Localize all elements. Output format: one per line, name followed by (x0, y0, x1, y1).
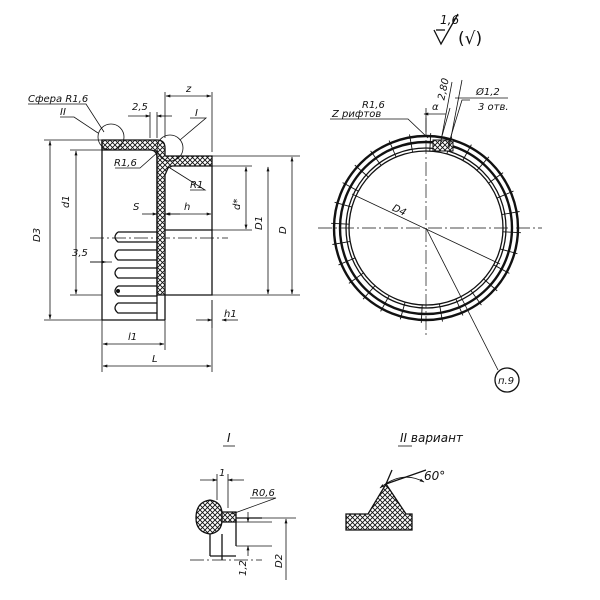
radius-r1: R1 (190, 180, 203, 191)
rib-tick (493, 264, 510, 274)
dim-h: h (184, 202, 190, 213)
detail-I-callout-circle (156, 134, 184, 162)
surface-finish-symbol: 1,6 (√) (433, 13, 482, 49)
rib-tick (332, 240, 351, 245)
front-ribs-label: Z рифтов (331, 109, 381, 120)
detail-I-dim-1-2: 1,2 (238, 560, 249, 576)
rib-tick (420, 304, 423, 323)
rib-tick (483, 278, 498, 292)
detail-II: II вариант 60° (345, 431, 464, 531)
rib-tick (488, 172, 504, 184)
detail-II-section (345, 482, 413, 531)
rib-ticks (331, 133, 521, 323)
angle-alpha: α (432, 102, 439, 113)
rib-tick (501, 211, 520, 216)
surface-finish-value: 1,6 (440, 13, 459, 27)
dim-h1: h1 (224, 309, 237, 320)
dim-d-star: d* (232, 199, 243, 210)
detail-II-callout-circle (97, 123, 125, 151)
rib-tick (399, 301, 406, 320)
rib-tick (476, 156, 490, 171)
dim-l1: l1 (128, 332, 137, 343)
rib-tick (429, 133, 432, 152)
dim-z: z (185, 84, 192, 95)
hole-diameter: Ø1,2 (475, 86, 500, 98)
detail-I-dim-1: 1 (219, 468, 225, 479)
surface-finish-bracket: (√) (458, 29, 482, 49)
callout-I-label: I (195, 108, 198, 119)
callout-II-label: II (60, 107, 66, 118)
rib-tick (470, 290, 482, 306)
detail-II-angle: 60° (424, 469, 445, 483)
dim-L: L (152, 354, 158, 365)
rib-tick (388, 140, 397, 158)
detail-I-radius: R0,6 (252, 488, 275, 499)
rib-tick (455, 298, 464, 316)
rib-tick (462, 144, 472, 161)
dim-2-80: 2,80 (436, 77, 451, 101)
rib-tick (334, 201, 353, 208)
dim-2-5: 2,5 (132, 102, 148, 113)
rib-tick (348, 272, 364, 284)
dim-D: D (278, 226, 289, 234)
side-section-view: Сфера R1,6 II I 2,5 z R1,6 R1 D3 d1 (28, 84, 300, 372)
note-ref-circle (494, 367, 520, 393)
dim-D3: D3 (32, 228, 43, 242)
detail-I-D2: D2 (274, 554, 285, 568)
radius-r1-6: R1,6 (114, 158, 137, 169)
hole-insert (432, 139, 454, 152)
dim-d1: d1 (61, 195, 72, 208)
dim-D4: D4 (390, 203, 407, 219)
rib-tick (409, 134, 414, 153)
rib-tick (438, 303, 443, 322)
dim-S: S (133, 202, 140, 213)
sphere-label: Сфера R1,6 (28, 94, 88, 105)
rib-tick (338, 257, 356, 266)
dim-D1: D1 (254, 216, 265, 230)
rib-tick (342, 182, 359, 192)
detail-I-section (195, 499, 223, 535)
detail-I-title: I (227, 431, 231, 445)
rib-tick (380, 295, 390, 312)
dim-3-5: 3,5 (72, 248, 88, 259)
front-radius-label: R1,6 (362, 100, 385, 111)
rib-tick (499, 248, 518, 255)
hole-count: 3 отв. (478, 102, 509, 113)
rib-tick (496, 190, 514, 199)
detail-I: I 1 R0,6 1,2 D2 (190, 431, 296, 580)
detail-II-title: II вариант (400, 431, 464, 445)
rib-tick (370, 150, 382, 166)
front-view: D4 п.9 R1,6 Z рифтов α 2,80 Ø1,2 3 отв. (318, 77, 542, 393)
rib-tick (362, 285, 376, 300)
note-ref: п.9 (498, 376, 514, 387)
rib-tick (354, 164, 369, 178)
rib-tick (331, 222, 350, 225)
rib-tick (502, 231, 521, 234)
